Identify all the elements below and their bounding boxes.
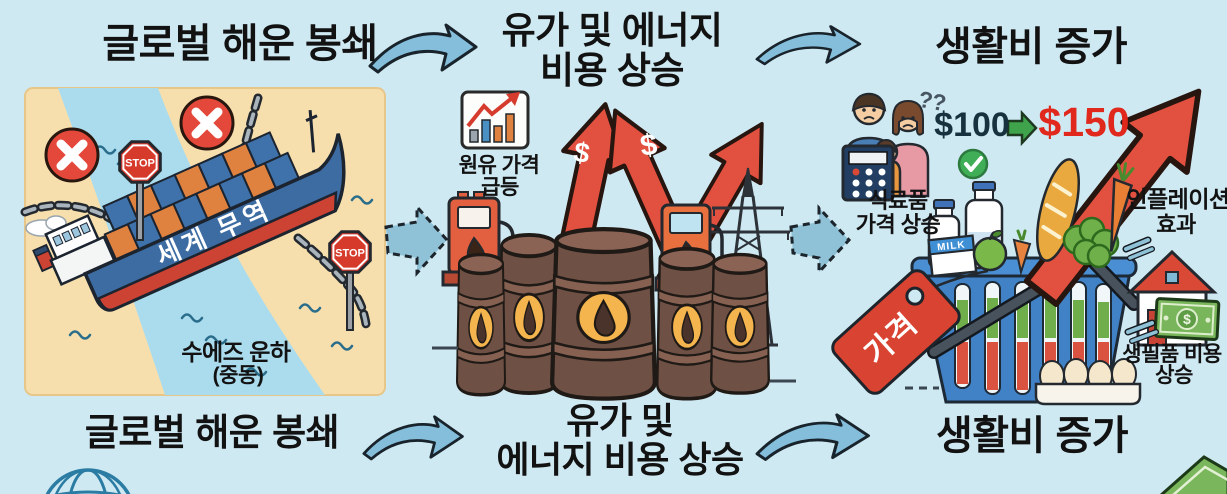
flow-bottom-step2-heading: 유가 및 에너지 비용 상승 <box>496 400 744 480</box>
suez-caption-line1: 수에즈 운하 <box>181 339 291 365</box>
flow-top-step2-line2: 비용 상승 <box>540 49 684 91</box>
carrot-icon <box>1109 162 1135 252</box>
x-mark-icon <box>181 97 233 149</box>
ship-keel <box>96 190 338 312</box>
globe-icon <box>45 468 131 494</box>
flow-bottom-step3-heading: 생활비 증가 <box>935 414 1129 458</box>
groceries: MILK <box>927 158 1135 278</box>
suez-caption-line2: (중동) <box>212 364 264 387</box>
oil-barrel-icon <box>455 252 507 397</box>
wind-arrow-icon <box>1122 236 1159 344</box>
energy-section-art: $ $ <box>432 90 796 401</box>
flow-top-step1-heading: 글로벌 해운 봉쇄 <box>102 22 378 66</box>
ship-mast <box>305 109 318 153</box>
price-after: $150 <box>1038 99 1130 145</box>
stop-sign-label: STOP <box>335 248 365 260</box>
ground-line <box>432 346 796 383</box>
price-tag-icon: 가격 <box>831 269 961 395</box>
flow-bottom-step2-line2: 에너지 비용 상승 <box>496 438 744 480</box>
price-chart-icon <box>460 90 530 150</box>
ship-superstructure <box>32 214 117 286</box>
flow-bottom-step2-line1: 유가 및 <box>566 400 674 441</box>
flow-top-step2-heading: 유가 및 에너지 비용 상승 <box>502 11 723 91</box>
apple-icon <box>972 229 1008 272</box>
crude-oil-caption-line1: 원유 가격 <box>458 154 540 177</box>
dollar-symbol: $ <box>638 128 659 163</box>
food-caption-line2: 가격 상승 <box>855 212 941 237</box>
living-section-art: MILK <box>831 67 1227 406</box>
stop-sign-label: STOP <box>125 158 155 170</box>
dashed-arrow-2 <box>789 204 852 276</box>
inflation-caption-line2: 효과 <box>1156 212 1196 237</box>
price-before: $100 <box>934 106 1010 144</box>
flow-arrow-top-1 <box>368 23 478 74</box>
milk-carton-icon: MILK <box>927 234 978 278</box>
necessities-caption-line1: 생필품 비용 <box>1122 343 1222 366</box>
dashed-arrow-1 <box>384 203 450 277</box>
oil-barrel-icon <box>497 232 561 395</box>
check-circle-icon <box>957 148 989 180</box>
oil-barrel-icon <box>655 246 719 401</box>
calculator-icon <box>841 144 895 202</box>
bill-dollar-symbol: $ <box>1183 311 1192 327</box>
flow-bottom-step1-heading: 글로벌 해운 봉쇄 <box>84 412 340 453</box>
milk-carton-label: MILK <box>937 240 966 254</box>
crude-oil-caption-line2: 급등 <box>481 176 519 199</box>
flow-arrow-bottom-1 <box>362 415 464 461</box>
x-mark-icon <box>46 129 98 181</box>
inflation-caption-line1: 인플레이션 <box>1126 186 1227 212</box>
shipping-blockade-panel: 세계 무역 STOP STOP <box>20 87 386 396</box>
dollar-symbol: $ <box>571 136 592 169</box>
green-right-arrow-icon <box>1006 109 1038 147</box>
cargo-ship: 세계 무역 <box>32 109 346 312</box>
flow-arrow-bottom-2 <box>755 413 870 462</box>
necessities-caption-line2: 상승 <box>1155 364 1193 387</box>
baguette-icon <box>1036 158 1080 262</box>
oil-barrel-icon <box>709 252 771 395</box>
flow-top-step2-line1: 유가 및 에너지 <box>501 10 723 51</box>
oil-barrel-icon <box>552 229 655 399</box>
dollar-bill-icon: $ <box>1153 297 1221 341</box>
flow-top-step3-heading: 생활비 증가 <box>934 25 1128 69</box>
flow-arrow-top-2 <box>755 24 862 66</box>
carrot-icon <box>1012 229 1032 276</box>
egg-carton-icon <box>1034 358 1142 406</box>
food-caption-line1: 식료품 <box>868 188 928 213</box>
money-corner-icon <box>1159 455 1227 494</box>
ship-containers <box>102 131 301 262</box>
